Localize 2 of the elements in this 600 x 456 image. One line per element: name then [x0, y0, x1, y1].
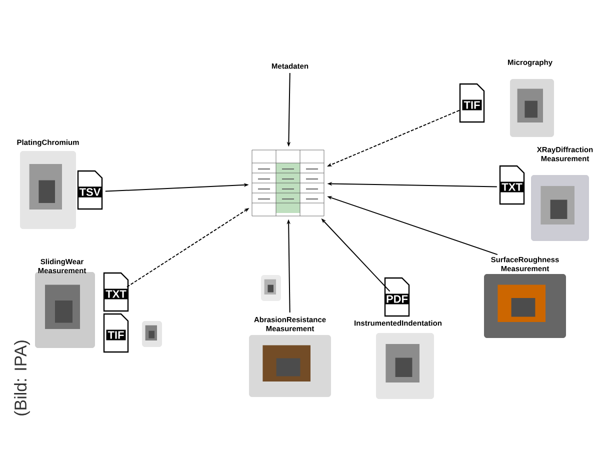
credit-text: (Bild: IPA)	[14, 340, 30, 416]
table-drawing	[252, 150, 324, 216]
